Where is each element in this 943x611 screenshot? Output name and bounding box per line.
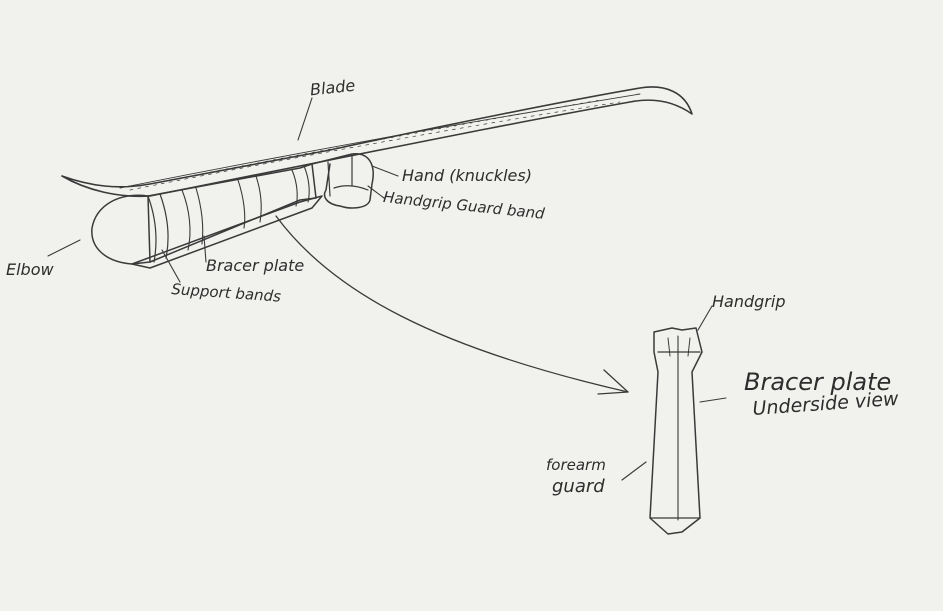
label-hand-knuckles: Hand (knuckles) xyxy=(402,168,532,184)
label-forearm: forearm xyxy=(546,458,606,473)
blade-drawing xyxy=(62,87,692,196)
hand-drawing xyxy=(312,154,373,208)
label-elbow: Elbow xyxy=(6,262,54,278)
leader-lines xyxy=(48,98,726,480)
underside-view-drawing xyxy=(650,328,702,534)
bracer-drawing xyxy=(92,164,322,268)
view-arrow xyxy=(276,216,628,394)
label-blade: Blade xyxy=(309,78,356,99)
label-handgrip: Handgrip xyxy=(712,294,785,310)
label-bracer-plate: Bracer plate xyxy=(206,258,304,274)
label-guard: guard xyxy=(552,478,605,496)
